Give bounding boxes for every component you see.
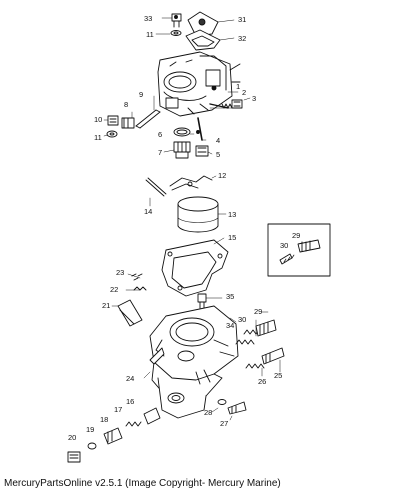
callout-28: 28 xyxy=(204,408,212,417)
callout-8: 8 xyxy=(124,100,128,109)
needle-part-4 xyxy=(197,117,203,141)
screw-part-27 xyxy=(227,401,247,415)
float-part-13 xyxy=(177,196,219,233)
callout-23: 23 xyxy=(116,268,124,277)
callout-20: 20 xyxy=(68,433,76,442)
shaft-part-9 xyxy=(135,109,161,129)
callout-2: 2 xyxy=(242,88,246,97)
callout-13: 13 xyxy=(228,210,236,219)
lower-carburetor-body xyxy=(149,305,239,419)
fitting-part-16 xyxy=(143,407,161,425)
callout-18: 18 xyxy=(100,415,108,424)
callout-33: 33 xyxy=(144,14,152,23)
callout-15: 15 xyxy=(228,233,236,242)
pin-part-14 xyxy=(145,177,167,197)
callout-9: 9 xyxy=(139,90,143,99)
spring-part-2 xyxy=(221,103,233,109)
spring-part-30 xyxy=(243,329,260,335)
callout-32: 32 xyxy=(238,34,246,43)
copyright-caption: MercuryPartsOnline v2.5.1 (Image Copyrig… xyxy=(4,478,281,489)
callout-30-inset: 30 xyxy=(280,241,288,250)
linkage-part-12 xyxy=(169,175,213,191)
callout-6: 6 xyxy=(158,130,162,139)
inset-detail-box xyxy=(267,223,331,277)
upper-carburetor-body xyxy=(157,51,241,117)
washer-part-28 xyxy=(217,399,227,405)
callout-11-top: 11 xyxy=(146,30,154,39)
gasket-part-32 xyxy=(185,29,221,51)
spring-part-34 xyxy=(235,339,255,345)
gasket-part-15 xyxy=(161,239,229,297)
filter-part-21 xyxy=(117,299,143,327)
leader-lines xyxy=(103,17,281,421)
callout-27: 27 xyxy=(220,419,228,428)
callout-29: 29 xyxy=(254,307,262,316)
callout-labels: 33 11 31 32 9 8 10 11 1 2 3 6 4 7 5 12 1… xyxy=(68,14,300,442)
callout-12: 12 xyxy=(218,171,226,180)
callout-25: 25 xyxy=(274,371,282,380)
callout-5: 5 xyxy=(216,150,220,159)
screw-part-35 xyxy=(197,293,207,309)
needle-part-1 xyxy=(209,103,229,109)
callout-22: 22 xyxy=(110,285,118,294)
fitting-part-5 xyxy=(195,145,209,157)
spring-part-17 xyxy=(125,421,142,427)
callout-35: 35 xyxy=(226,292,234,301)
callout-11-left: 11 xyxy=(94,133,102,142)
screw-part-10 xyxy=(107,115,119,126)
callout-19: 19 xyxy=(86,425,94,434)
washer-part-11-left xyxy=(106,130,118,138)
seat-part-7 xyxy=(173,141,191,159)
clip-part-24 xyxy=(149,347,165,365)
callout-7: 7 xyxy=(158,148,162,157)
spring-part-22 xyxy=(133,286,147,291)
callout-30: 30 xyxy=(238,315,246,324)
o-ring-part-6 xyxy=(173,127,191,137)
screw-part-3 xyxy=(231,99,243,109)
screw-part-29 xyxy=(255,319,277,337)
callout-16: 16 xyxy=(126,397,134,406)
callout-26: 26 xyxy=(258,377,266,386)
washer-part-11-top xyxy=(170,30,182,36)
callout-10: 10 xyxy=(94,115,102,124)
callout-21: 21 xyxy=(102,301,110,310)
callout-3: 3 xyxy=(252,94,256,103)
callout-34: 34 xyxy=(226,321,234,330)
washer-part-19 xyxy=(87,442,97,450)
fitting-part-8 xyxy=(121,117,135,129)
fitting-part-18 xyxy=(103,427,123,445)
callout-14: 14 xyxy=(144,207,152,216)
callout-4: 4 xyxy=(216,136,220,145)
cover-plate-part-31 xyxy=(187,11,219,37)
spring-part-26 xyxy=(245,363,265,369)
screw-part-25 xyxy=(261,347,285,365)
callout-29-inset: 29 xyxy=(292,231,300,240)
callout-1: 1 xyxy=(236,82,240,91)
screw-part-20 xyxy=(67,451,81,463)
callout-17: 17 xyxy=(114,405,122,414)
callout-24: 24 xyxy=(126,374,134,383)
callout-31: 31 xyxy=(238,15,246,24)
